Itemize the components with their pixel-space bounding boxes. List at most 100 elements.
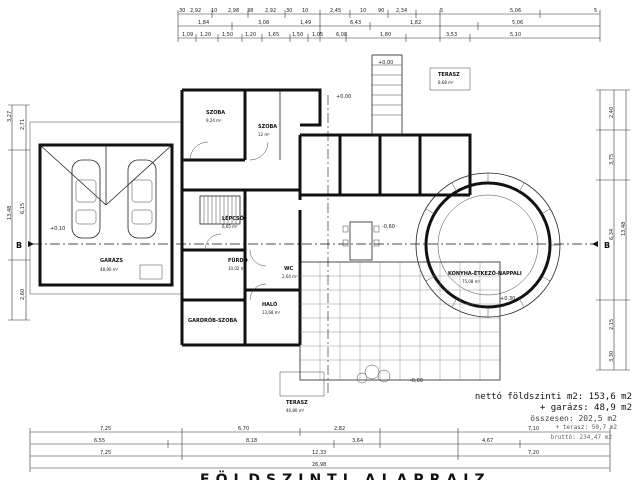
dim-left-2: 6,15 [20, 203, 26, 214]
level-3: +0,30 [500, 296, 515, 302]
level-0: +0,00 [378, 60, 393, 66]
garage-room-name: GARÁZS [100, 257, 123, 264]
dim-bottom3-2: 7,20 [528, 450, 539, 456]
dim-left-4: 13,48 [7, 206, 13, 220]
dim-bottom2-0: 6,55 [94, 438, 105, 444]
top-dimension-lines: 30 2,92 10 2,98 38 2,92 30 10 2,45 10 90… [177, 8, 601, 42]
summary-osszesen: összesen: 202,5 m2 [530, 414, 617, 423]
room-labels: SZOBA 9,24 m² SZOBA 12 m² LÉPCSŐ 6,65 m²… [188, 110, 298, 324]
room-lepcso-name: LÉPCSŐ [222, 214, 244, 222]
terrace-north-name: TERASZ [438, 72, 460, 78]
dim-top3-4: 1,65 [268, 32, 279, 38]
dim-top3-6: 1,05 [312, 32, 323, 38]
summary-netto: nettó földszinti m2: 153,6 m2 [474, 392, 632, 402]
room-wc-area: 2,64 m² [282, 274, 298, 279]
dim-right-3: 13,48 [621, 222, 627, 236]
dim-top1-9: 10 [360, 8, 366, 14]
dim-top3-7: 6,08 [336, 32, 347, 38]
room-gardrob-name: GARDRÓB-SZOBA [188, 317, 237, 324]
dim-top1-0: 30 [179, 8, 185, 14]
car-right-icon [127, 159, 157, 239]
dim-top1-8: 2,45 [330, 8, 341, 14]
terrace-north-area: 8,68 m² [438, 80, 454, 85]
dim-bottom1-3: 7,10 [528, 426, 539, 432]
dining-table-icon [342, 221, 380, 261]
dim-right-1: 3,75 [609, 154, 615, 165]
living-room-name: KONYHA-ÉTKEZŐ-NAPPALI [448, 269, 522, 277]
dim-bottom3-1: 12,33 [312, 450, 326, 456]
dim-right-4: 2,15 [609, 319, 615, 330]
dim-top1-12: 5 [440, 8, 443, 14]
dim-bottom1-1: 6,70 [238, 426, 249, 432]
dim-right-5: 3,30 [609, 351, 615, 362]
dim-bottom1-2: 2,82 [334, 426, 345, 432]
dim-top2-0: 1,84 [198, 20, 209, 26]
dim-top2-3: 6,43 [350, 20, 361, 26]
dim-top1-14: 5 [594, 8, 597, 14]
room-szoba2-name: SZOBA [258, 124, 277, 130]
dim-left-1: 2,71 [20, 119, 26, 130]
dim-top1-10: 90 [378, 8, 384, 14]
section-line-b: B B [16, 95, 610, 395]
dim-top1-4: 38 [247, 8, 253, 14]
staircase [199, 195, 241, 225]
dim-top3-10: 5,10 [510, 32, 521, 38]
living-room-area: 75,08 m² [462, 279, 481, 284]
dim-top3-1: 1,20 [200, 32, 211, 38]
dim-top1-13: 5,06 [510, 8, 521, 14]
dim-top3-3: 1,20 [245, 32, 256, 38]
dim-top1-11: 2,34 [396, 8, 407, 14]
dim-left-0: 3,27 [7, 111, 13, 122]
dim-top1-3: 2,98 [228, 8, 239, 14]
dim-top1-7: 10 [302, 8, 308, 14]
entry-stairs-north: TERASZ 8,68 m² [371, 54, 471, 136]
dim-bottom2-1: 8,18 [246, 438, 257, 444]
dim-top3-2: 1,50 [222, 32, 233, 38]
dim-right-0: 2,40 [609, 107, 615, 118]
summary-terasz: + terasz: 50,7 m2 [555, 424, 617, 431]
dim-left-3: 2,60 [20, 289, 26, 300]
dim-bottom-total: 26,98 [312, 462, 326, 468]
dim-bottom2-3: 4,67 [482, 438, 493, 444]
garage: GARÁZS 48,90 m² [29, 121, 183, 295]
round-living-room: KONYHA-ÉTKEZŐ-NAPPALI 75,08 m² [415, 172, 561, 318]
dim-bottom2-2: 3,64 [352, 438, 363, 444]
dim-top1-2: 10 [211, 8, 217, 14]
dim-top1-6: 30 [286, 8, 292, 14]
bottom-dimension-lines: 7,25 6,70 2,82 7,10 6,55 8,18 3,64 4,67 … [29, 426, 611, 472]
room-halo-area: 13,68 m² [262, 310, 281, 315]
summary-brutto: bruttó: 234,47 m2 [550, 434, 612, 441]
level-marks: +0,00 +0,10 -0,60 +0,30 -0,60 +0,00 [50, 60, 515, 384]
plan-title: FÖLDSZINTI ALAPRAJZ [200, 470, 491, 480]
left-dimension-lines: 3,27 2,71 6,15 2,60 13,48 [7, 104, 30, 321]
terrace-south-area: 40,80 m² [286, 408, 305, 413]
room-furdo-area: 10,02 m² [228, 266, 247, 271]
dim-top1-5: 2,92 [265, 8, 276, 14]
room-szoba2-area: 12 m² [258, 132, 270, 137]
terrace-south-name: TERASZ [286, 400, 308, 406]
dim-bottom3-0: 7,25 [100, 450, 111, 456]
south-terrace: TERASZ 40,80 m² [279, 261, 501, 413]
room-szoba1-area: 9,24 m² [206, 118, 222, 123]
room-szoba1-name: SZOBA [206, 110, 225, 116]
section-mark-right: B [604, 241, 610, 250]
summary-garazs: + garázs: 48,9 m2 [539, 403, 632, 413]
dim-top2-1: 3,08 [258, 20, 269, 26]
garage-room-area: 48,90 m² [100, 267, 119, 272]
level-5: +0,00 [336, 94, 351, 100]
car-left-icon [71, 159, 101, 239]
dim-top3-5: 1,50 [292, 32, 303, 38]
dim-top3-0: 1,09 [182, 32, 193, 38]
level-1: +0,10 [50, 226, 65, 232]
room-lepcso-area: 6,65 m² [222, 224, 238, 229]
right-dimension-lines: 2,40 3,75 6,34 13,48 2,15 3,30 [596, 89, 630, 371]
level-4: -0,60 [410, 378, 423, 384]
dim-top3-9: 3,53 [446, 32, 457, 38]
room-wc-name: WC [284, 266, 294, 272]
dim-bottom1-0: 7,25 [100, 426, 111, 432]
room-furdo-name: FÜRDŐ [228, 257, 248, 264]
section-mark-left: B [16, 241, 22, 250]
dim-top2-5: 5,06 [512, 20, 523, 26]
room-halo-name: HALÓ [262, 301, 277, 308]
